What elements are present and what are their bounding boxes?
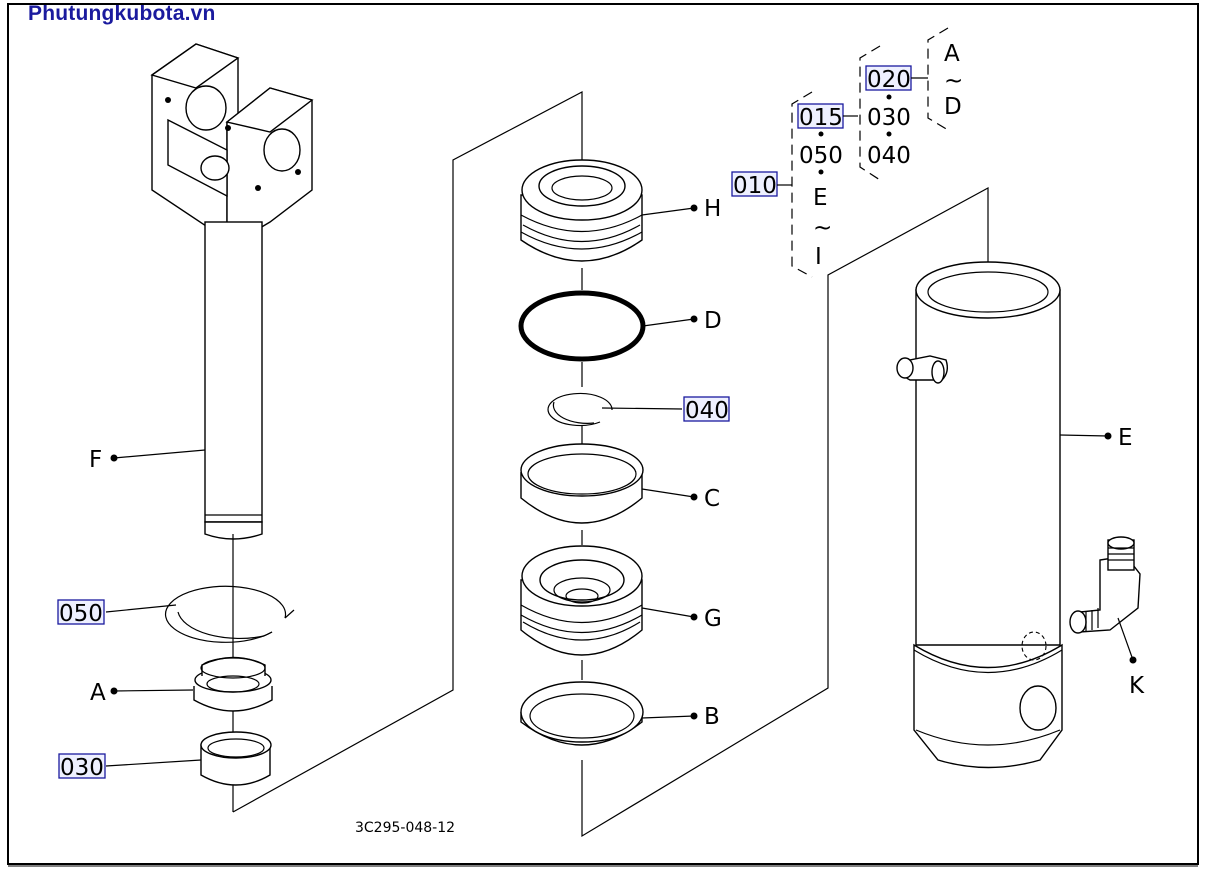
label-A: A: [90, 680, 106, 706]
label-D: D: [704, 308, 722, 334]
tree-l2-020[interactable]: 020: [867, 67, 911, 93]
label-K: K: [1129, 673, 1145, 699]
diagram-frame: [7, 3, 1199, 865]
piston-G[interactable]: [520, 545, 643, 656]
label-G: G: [704, 606, 722, 632]
label-040[interactable]: 040: [685, 398, 729, 424]
label-F: F: [89, 447, 102, 473]
o-ring-D[interactable]: [518, 290, 646, 362]
assembly-tree: 010 015 050 E ~ I 020 030 040 A ~ D: [731, 27, 963, 278]
piston-rod-F[interactable]: [150, 43, 314, 540]
tree-l1-050: 050: [799, 143, 843, 169]
code-box-050[interactable]: [57, 599, 105, 625]
tree-l3-D: D: [944, 94, 962, 120]
site-watermark: Phutungkubota.vn: [28, 2, 216, 25]
rod-guide-H[interactable]: [520, 159, 643, 262]
tree-l1-tilde: ~: [813, 215, 832, 241]
code-box-040[interactable]: [683, 396, 730, 422]
snap-ring-050[interactable]: [164, 585, 295, 643]
tree-l2-040: 040: [867, 143, 911, 169]
tree-l3-tilde: ~: [944, 68, 963, 94]
diagram-code: 3C295-048-12: [355, 820, 455, 836]
label-H: H: [704, 196, 721, 222]
ring-C[interactable]: [520, 443, 644, 524]
tree-l1-E: E: [813, 185, 828, 211]
bushing-A[interactable]: [193, 656, 273, 712]
label-B: B: [704, 704, 720, 730]
tree-root-010[interactable]: 010: [733, 173, 777, 199]
elbow-fitting-K[interactable]: [1069, 536, 1141, 634]
label-C: C: [704, 486, 720, 512]
tree-l2-030: 030: [867, 105, 911, 131]
label-E: E: [1118, 425, 1133, 451]
code-box-030[interactable]: [58, 753, 106, 779]
code-box-010[interactable]: [731, 171, 778, 197]
ring-B[interactable]: [520, 681, 644, 746]
tree-l1-I: I: [815, 244, 822, 270]
tree-l3-A: A: [944, 41, 960, 67]
tree-l1-015[interactable]: 015: [799, 105, 843, 131]
label-030[interactable]: 030: [60, 755, 104, 781]
cylinder-tube-E[interactable]: [896, 261, 1063, 769]
snap-ring-040[interactable]: [547, 392, 613, 427]
label-050[interactable]: 050: [59, 601, 103, 627]
leader-lines: [105, 204, 1137, 767]
bushing-030[interactable]: [200, 731, 272, 786]
